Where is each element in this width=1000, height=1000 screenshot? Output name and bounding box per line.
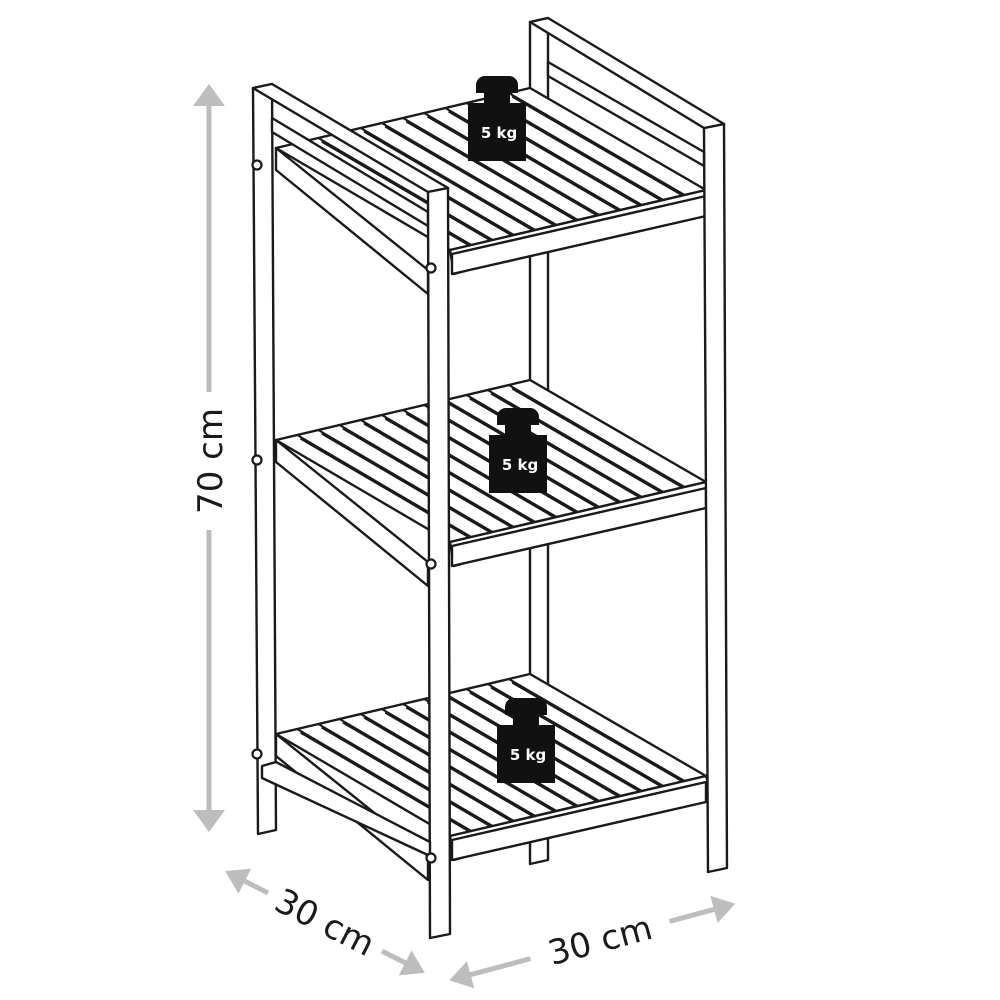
width-label: 30 cm <box>544 908 657 974</box>
bolt <box>251 159 263 171</box>
weight-bottom: 5 kg <box>497 698 555 783</box>
bolt <box>425 852 437 864</box>
weight-middle: 5 kg <box>489 408 547 493</box>
arrow-left-icon <box>449 961 475 989</box>
weight-label: 5 kg <box>502 456 538 474</box>
arrow-right-icon <box>710 895 736 923</box>
height-label: 70 cm <box>191 408 231 514</box>
arrow-right-icon <box>398 950 425 976</box>
weight-label: 5 kg <box>481 124 517 142</box>
bottom-side-rail <box>260 760 432 858</box>
bolt <box>251 454 263 466</box>
right-rear-post <box>702 122 729 874</box>
bolt <box>251 748 263 760</box>
depth-label: 30 cm <box>268 881 381 965</box>
arrow-left-icon <box>225 868 252 894</box>
height-dimension: 70 cm <box>191 84 231 832</box>
arrow-up-icon <box>193 84 225 106</box>
arrow-down-icon <box>193 810 225 832</box>
bolt <box>425 558 437 570</box>
weight-top: 5 kg <box>468 76 526 161</box>
shelf-bottom <box>274 672 712 882</box>
weight-label: 5 kg <box>510 746 546 764</box>
top-back-rail <box>528 16 726 168</box>
bolts <box>251 159 437 864</box>
front-left-post <box>426 186 452 940</box>
shelf-top <box>274 86 712 296</box>
depth-dimension: 30 cm <box>225 868 425 976</box>
width-dimension: 30 cm <box>449 895 736 989</box>
bolt <box>425 262 437 274</box>
